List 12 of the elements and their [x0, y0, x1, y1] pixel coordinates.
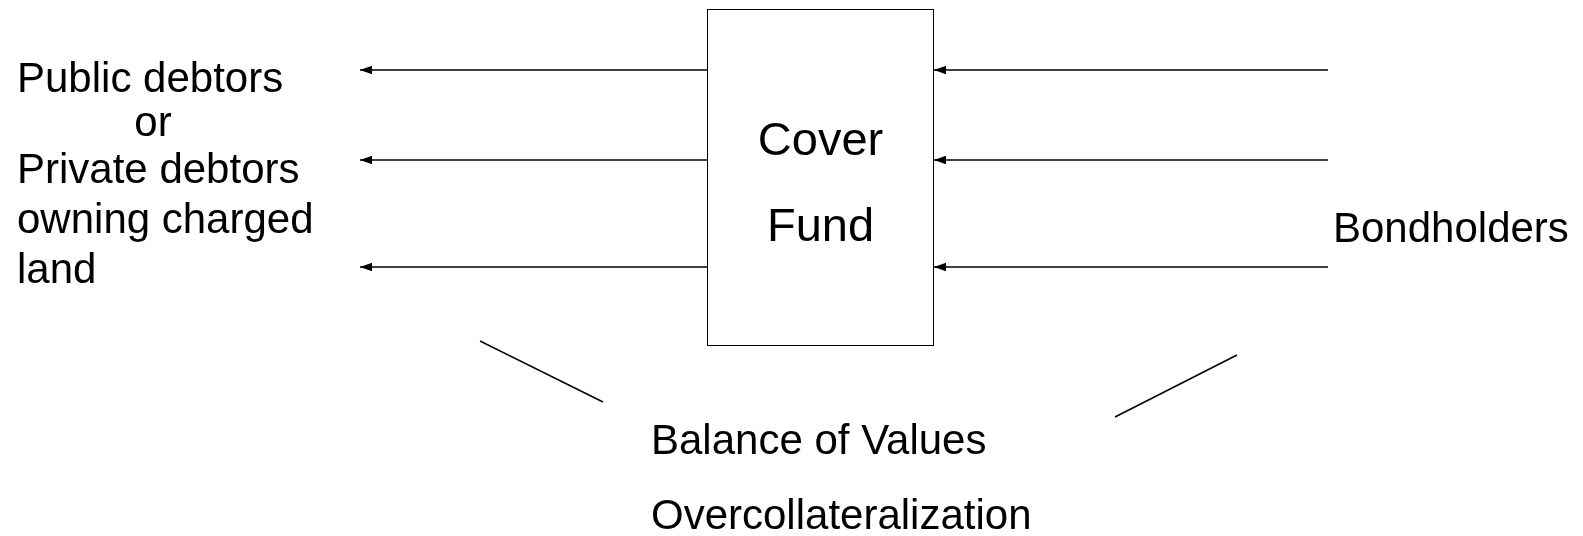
node-text: Bondholders: [1333, 203, 1569, 253]
arrow: [933, 65, 1329, 75]
node-text: Private debtors owning charged land: [17, 144, 315, 294]
process-box: [707, 9, 934, 346]
label-text: Overcollateralization: [651, 491, 1032, 536]
arrow: [359, 65, 708, 75]
label-text: Balance of Values: [651, 416, 987, 464]
arrow: [933, 155, 1329, 165]
arrow: [933, 262, 1329, 272]
arrow: [359, 155, 708, 165]
arrow: [359, 262, 708, 272]
node-text: Cover Fund: [756, 111, 885, 253]
